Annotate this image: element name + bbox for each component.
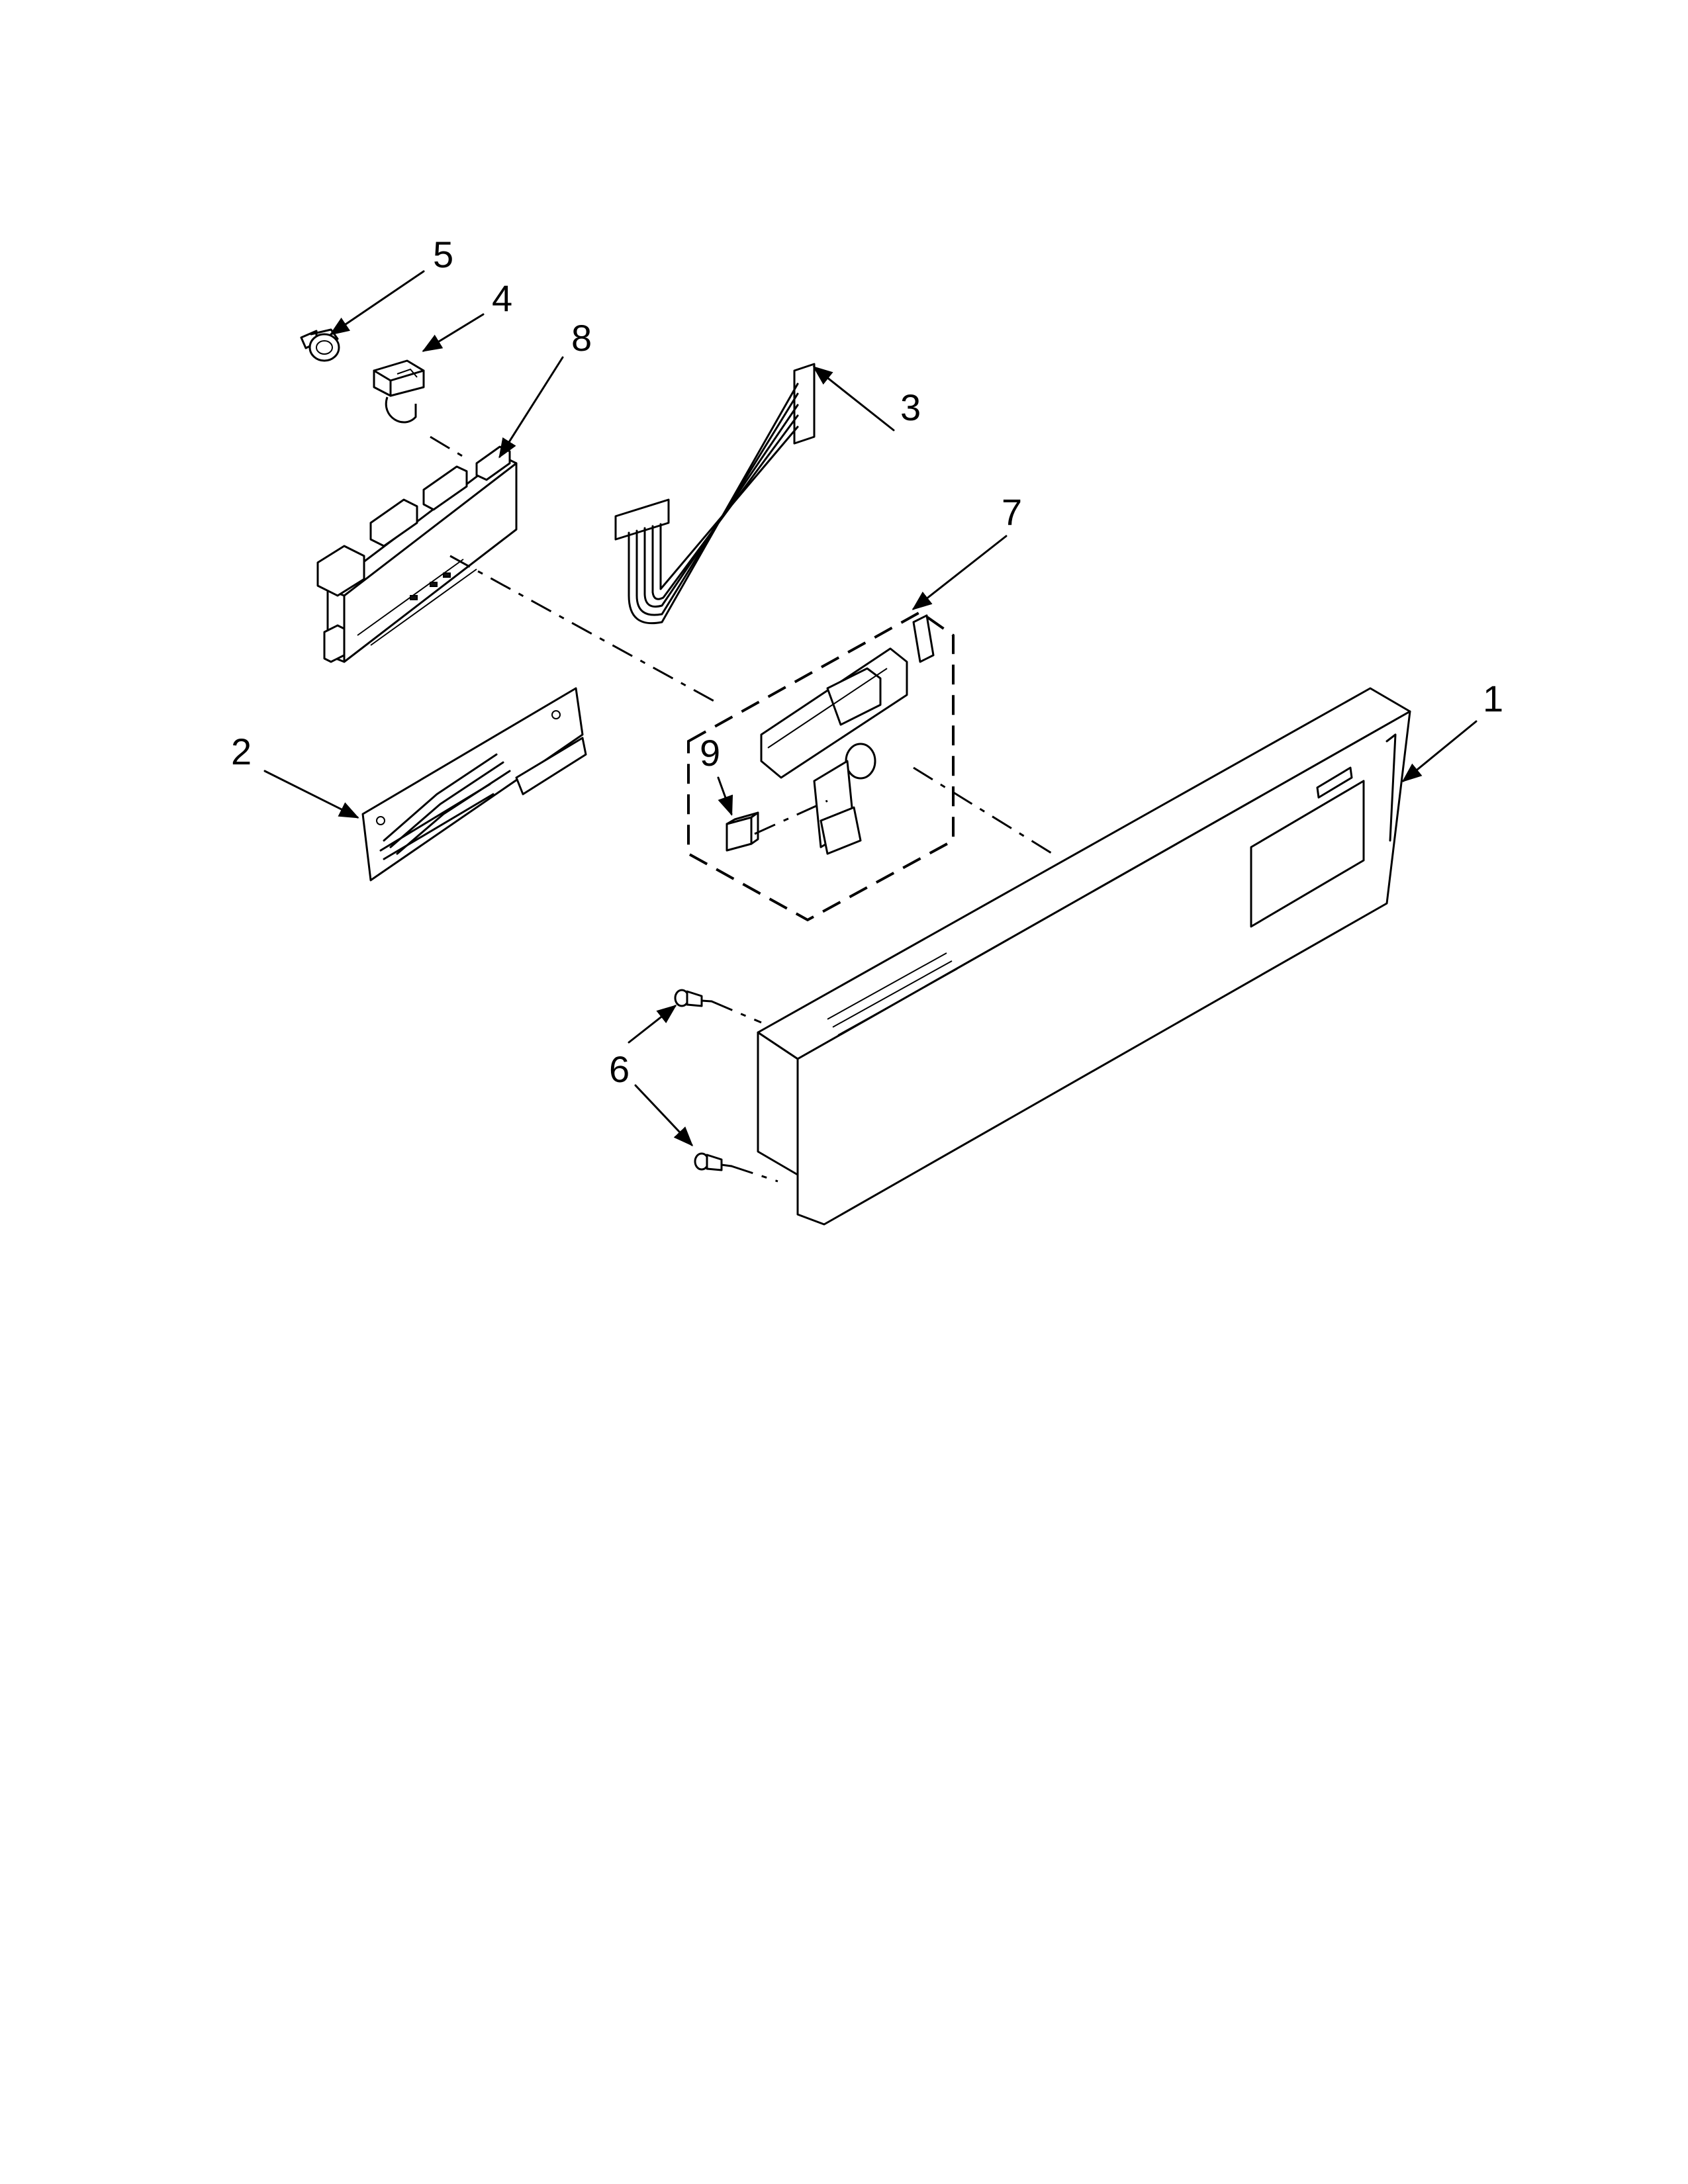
part-5-thermal-fuse xyxy=(300,328,340,362)
assembly-guide-lines xyxy=(430,435,1053,1183)
part-label-7: 7 xyxy=(1002,491,1022,533)
part-6-screw-lower xyxy=(694,1152,733,1171)
part-3-wire-harness xyxy=(614,363,816,625)
part-7-housing-assembly xyxy=(760,614,935,855)
part-label-6: 6 xyxy=(609,1048,630,1090)
leader-arrows xyxy=(263,270,1477,1147)
part-1-control-panel xyxy=(757,687,1411,1226)
part-label-4: 4 xyxy=(492,277,512,319)
assembly-7-outline xyxy=(687,610,955,922)
part-6-screw-upper xyxy=(674,989,713,1007)
part-8-control-board xyxy=(316,445,518,663)
part-2-interface-board xyxy=(361,687,587,882)
part-label-1: 1 xyxy=(1483,678,1503,719)
part-label-2: 2 xyxy=(231,731,252,772)
part-label-3: 3 xyxy=(900,387,921,428)
part-label-9: 9 xyxy=(700,732,720,774)
part-label-5: 5 xyxy=(433,234,453,275)
part-label-8: 8 xyxy=(571,317,592,359)
part-9-switch xyxy=(726,811,759,852)
part-4-clip xyxy=(373,359,425,424)
